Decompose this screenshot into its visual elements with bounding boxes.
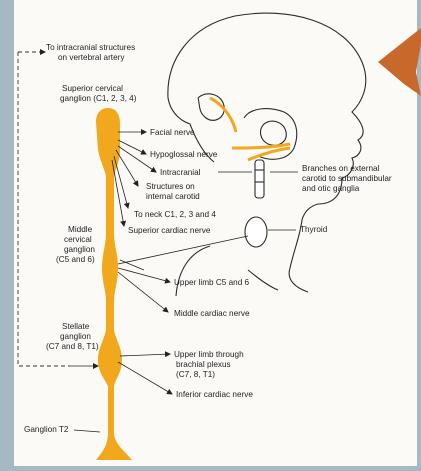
label-external-carotid-2: carotid to submandibular (302, 174, 392, 183)
label-middle-cervical-4: (C5 and 6) (56, 255, 95, 264)
label-to-neck: To neck C1, 2, 3 and 4 (134, 210, 216, 219)
line-middle-ganglion (120, 260, 144, 270)
carotid-artery (255, 160, 264, 198)
label-external-carotid-3: and otic ganglia (302, 184, 360, 193)
nerve-branch-submandibular (248, 148, 290, 160)
label-superior-cervical-2: ganglion (C1, 2, 3, 4) (60, 94, 137, 103)
label-facial-nerve: Facial nerve (150, 128, 195, 137)
thyroid-gland (245, 217, 267, 247)
label-middle-cervical-3: ganglion (64, 245, 95, 254)
label-upper-limb-c5: Upper limb C5 and 6 (174, 278, 250, 287)
label-stellate-1: Stellate (62, 322, 90, 331)
label-brachial-3: (C7, 8, T1) (176, 370, 215, 379)
label-superior-cardiac: Superior cardiac nerve (128, 226, 211, 235)
label-middle-cervical-2: cervical (64, 235, 92, 244)
line-brachial (120, 354, 170, 356)
throat-curve (176, 246, 278, 296)
label-stellate-2: ganglion (60, 332, 91, 341)
mouth-shape (261, 121, 287, 145)
line-upper-limb-c5 (118, 268, 170, 282)
nerve-branch-hypoglossal (232, 144, 290, 148)
label-intracranial-1: To intracranial structures (46, 43, 135, 52)
label-brachial-2: brachial plexus (176, 360, 231, 369)
line-middle-to-thyroid (118, 236, 248, 264)
label-inferior-cardiac: Inferior cardiac nerve (176, 390, 253, 399)
line-hypoglossal (118, 140, 146, 154)
label-external-carotid-1: Branches on external (302, 164, 380, 173)
label-middle-cardiac: Middle cardiac nerve (174, 309, 250, 318)
pointer-arrow-icon (378, 28, 421, 96)
label-hypoglossal-nerve: Hypoglossal nerve (150, 150, 218, 159)
label-stellate-3: (C7 and 8, T1) (46, 342, 99, 351)
label-thyroid: Thyroid (300, 225, 328, 234)
label-brachial-1: Upper limb through (174, 350, 244, 359)
label-middle-cervical-1: Middle (68, 225, 93, 234)
label-ganglion-t2: Ganglion T2 (24, 425, 69, 434)
line-ganglion-t2 (74, 430, 100, 432)
label-intracranial-2: on vertebral artery (58, 53, 125, 62)
sympathetic-chain (96, 108, 132, 460)
line-inferior-cardiac (118, 362, 172, 394)
label-intracranial: Intracranial (160, 168, 201, 177)
line-middle-cardiac (118, 272, 168, 312)
label-superior-cervical-1: Superior cervical (62, 84, 123, 93)
line-internal-carotid (116, 150, 138, 186)
label-internal-carotid-2: internal carotid (146, 192, 200, 201)
label-internal-carotid-1: Structures on (146, 182, 195, 191)
